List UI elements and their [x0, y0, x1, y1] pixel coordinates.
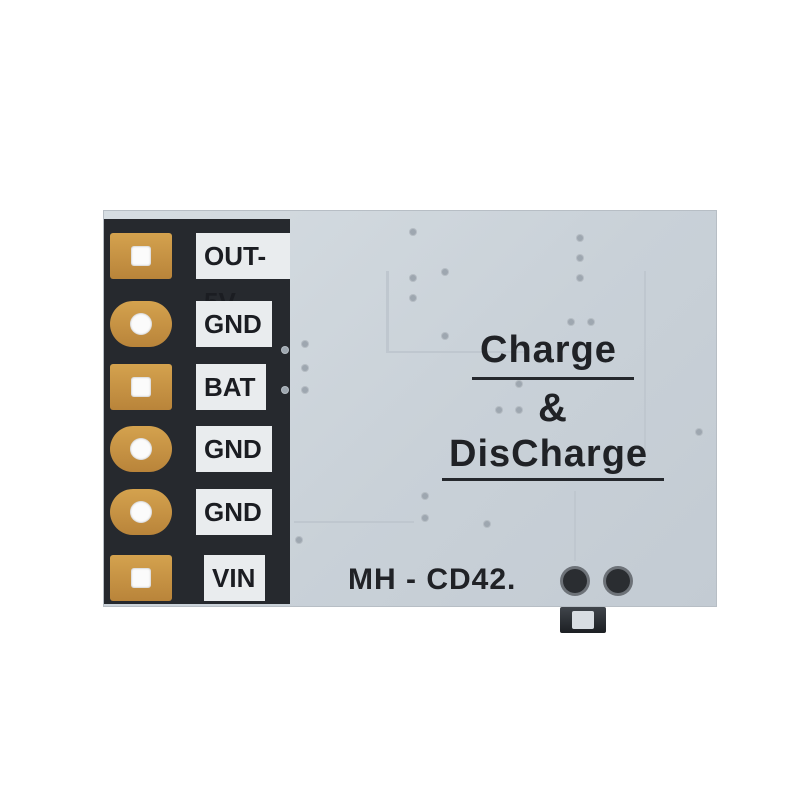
via: [410, 275, 416, 281]
via: [302, 387, 308, 393]
via: [442, 269, 448, 275]
led-component: [560, 607, 606, 633]
pad-gnd-2: [110, 426, 172, 472]
via: [577, 235, 583, 241]
pin-label-gnd-3: GND: [196, 489, 272, 535]
via: [302, 365, 308, 371]
via: [516, 381, 522, 387]
trace: [386, 271, 389, 351]
via: [484, 521, 490, 527]
via: [577, 255, 583, 261]
pad-hole: [130, 501, 152, 523]
pcb-board: OUT-5V GND BAT GND GND VIN Charge & DisC…: [103, 210, 717, 607]
pad-gnd-3: [110, 489, 172, 535]
title-underline: [472, 377, 634, 380]
pad-hole: [130, 313, 152, 335]
switch-hole: [606, 569, 630, 593]
pad-hole: [130, 438, 152, 460]
led-lens: [572, 611, 594, 629]
title-underline: [442, 478, 664, 481]
pin-label-out-5v: OUT-5V: [196, 233, 290, 317]
via: [410, 229, 416, 235]
pad-hole: [131, 246, 151, 266]
via: [282, 387, 288, 393]
title-discharge: DisCharge: [449, 433, 649, 475]
via: [516, 407, 522, 413]
pin-label-vin: VIN: [204, 555, 266, 601]
pin-label-bat: BAT: [196, 364, 266, 410]
via: [568, 319, 574, 325]
pad-hole: [131, 568, 151, 588]
via: [422, 515, 428, 521]
via: [496, 407, 502, 413]
model-number: MH - CD42.: [348, 563, 517, 596]
trace: [644, 271, 646, 461]
title-ampersand: &: [538, 386, 568, 430]
pad-hole: [131, 377, 151, 397]
via: [588, 319, 594, 325]
pin-label-gnd-1: GND: [196, 301, 272, 347]
via: [422, 493, 428, 499]
via: [282, 347, 288, 353]
pad-out-5v: [110, 233, 172, 279]
trace: [294, 521, 414, 523]
switch-hole: [563, 569, 587, 593]
trace: [386, 351, 526, 353]
via: [442, 333, 448, 339]
pin-header-strip: OUT-5V GND BAT GND GND VIN: [104, 219, 290, 604]
title-charge: Charge: [480, 329, 617, 371]
via: [696, 429, 702, 435]
pad-gnd-1: [110, 301, 172, 347]
pin-label-gnd-2: GND: [196, 426, 272, 472]
via: [410, 295, 416, 301]
pad-vin: [110, 555, 172, 601]
trace: [574, 491, 576, 561]
via: [296, 537, 302, 543]
pad-bat: [110, 364, 172, 410]
via: [302, 341, 308, 347]
via: [577, 275, 583, 281]
